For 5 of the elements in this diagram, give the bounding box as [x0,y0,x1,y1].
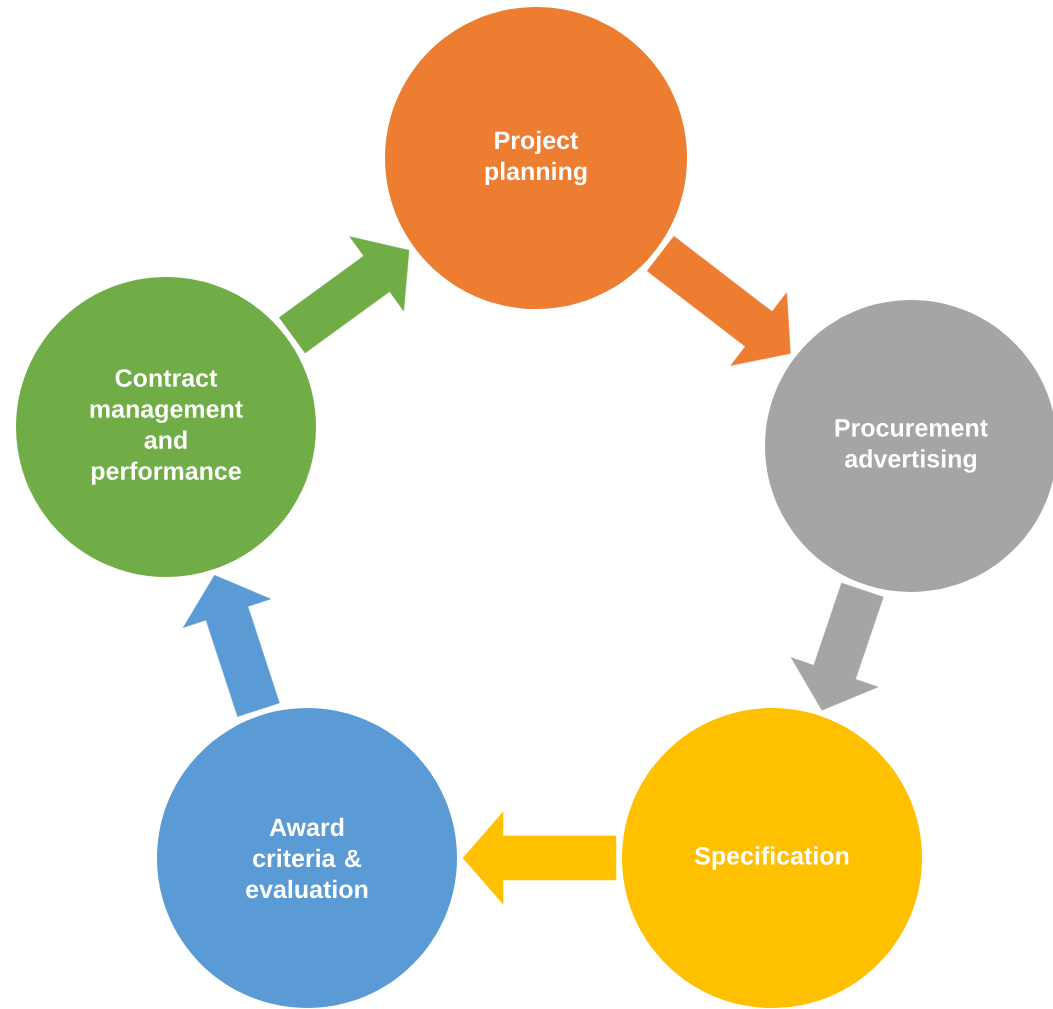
block-arrow [278,236,410,354]
block-arrow [462,811,617,905]
block-arrow [182,575,280,717]
block-arrow [790,582,884,711]
block-arrow [646,235,791,366]
